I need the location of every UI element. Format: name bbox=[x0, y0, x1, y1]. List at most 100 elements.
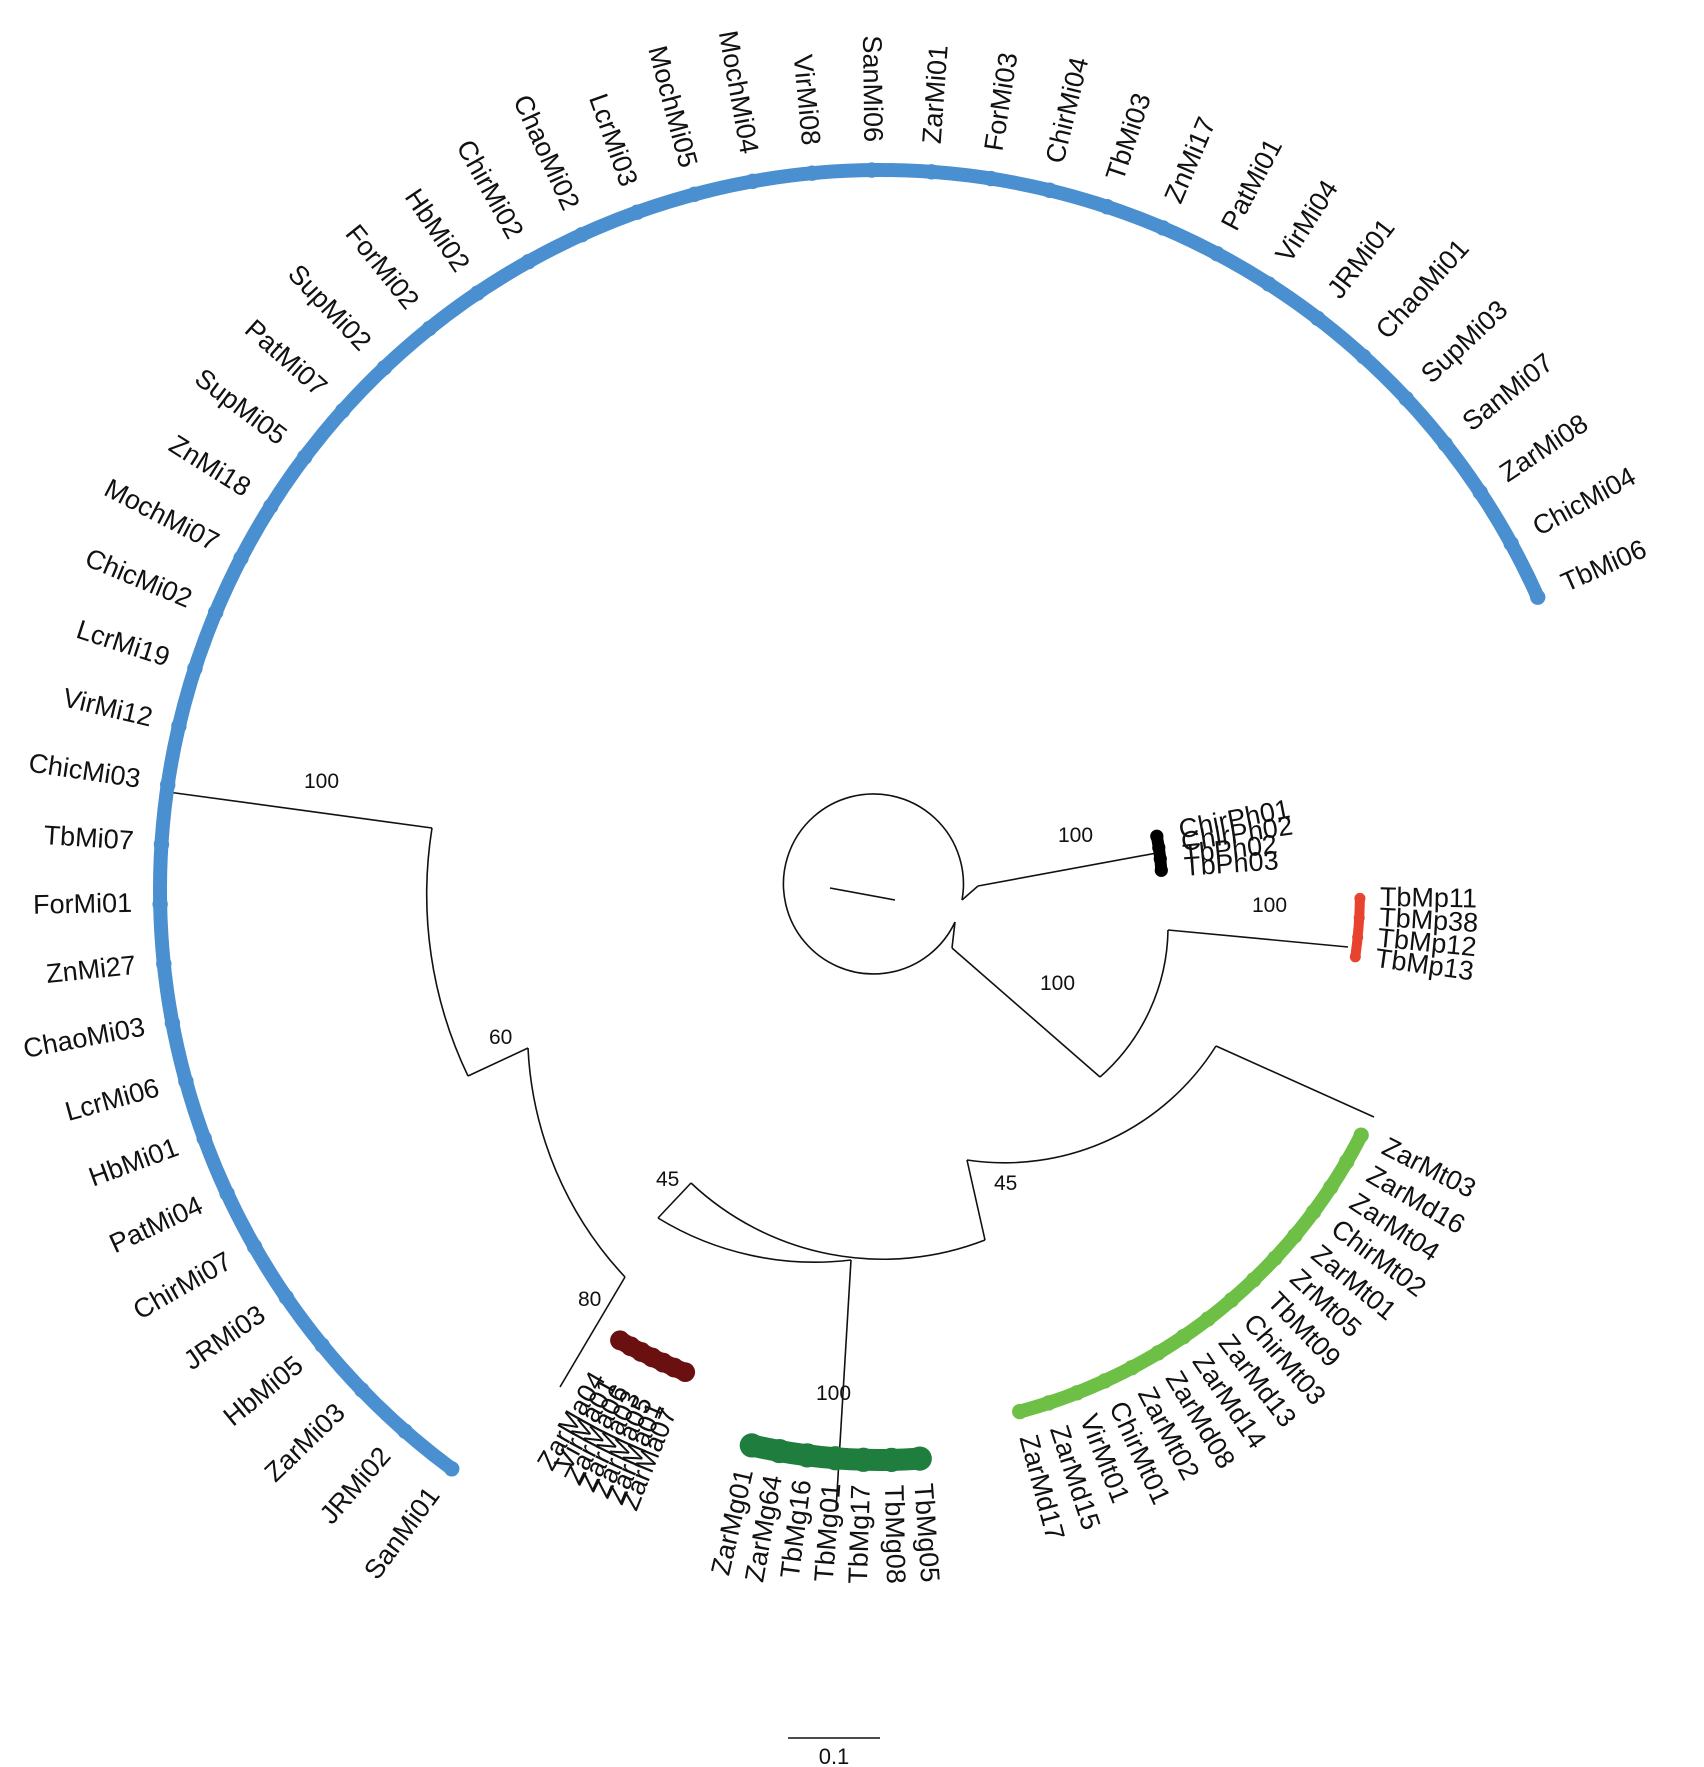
support-value: 100 bbox=[304, 770, 339, 793]
branch-mi bbox=[167, 791, 433, 829]
tip-dot-TbMi07 bbox=[153, 836, 170, 853]
tip-dot-TbMg05 bbox=[907, 1446, 932, 1471]
branch-x bbox=[966, 1159, 986, 1241]
tip-dot-HbMi05 bbox=[314, 1337, 330, 1353]
branch-r1 bbox=[951, 947, 1101, 1078]
tip-dot-TbMt09 bbox=[1246, 1272, 1262, 1288]
leaf-label: ZnMi18 bbox=[164, 429, 256, 502]
tip-dot-ChaoMi01 bbox=[1355, 348, 1372, 365]
tip-dot-MochMi04 bbox=[745, 173, 761, 190]
tip-dot-TbPh03 bbox=[1154, 863, 1168, 877]
tip-dot-TbMp38 bbox=[1353, 912, 1365, 924]
tip-dot-ZarMi08 bbox=[1472, 484, 1488, 501]
scale-bar-label: 0.1 bbox=[819, 1744, 850, 1767]
tip-dot-LcrMi19 bbox=[187, 660, 203, 677]
tip-dot-ChirMt01 bbox=[1097, 1373, 1113, 1389]
tip-dot-ZarMt01 bbox=[1287, 1227, 1303, 1244]
leaf-label: ChicMi04 bbox=[1528, 461, 1641, 541]
branch-mp bbox=[1167, 929, 1349, 948]
tip-dot-TbMp12 bbox=[1352, 931, 1364, 943]
leaf-label: TbMg08 bbox=[879, 1485, 911, 1585]
tip-dot-ZarMd15 bbox=[1040, 1395, 1057, 1411]
clade-arc-mp bbox=[1350, 893, 1365, 962]
tree-branches bbox=[167, 791, 1375, 1511]
leaf-label: SanMi07 bbox=[1457, 347, 1559, 437]
tip-dot-TbMi06 bbox=[1530, 589, 1546, 605]
tip-dot-ChirMi02 bbox=[520, 253, 537, 270]
tip-dot-TbMg17 bbox=[851, 1447, 876, 1472]
tip-dots bbox=[152, 162, 1546, 1477]
tip-dot-ChirMt03 bbox=[1223, 1292, 1240, 1308]
leaf-labels: SanMi01JRMi02ZarMi03HbMi05JRMi03ChirMi07… bbox=[21, 28, 1651, 1585]
leaf-label: TbMg17 bbox=[843, 1484, 876, 1584]
leaf-label: ForMi03 bbox=[979, 50, 1024, 152]
scale-bar: 0.1 bbox=[788, 1737, 880, 1767]
branch-ba bbox=[467, 1047, 529, 1077]
support-value: 45 bbox=[994, 1172, 1017, 1195]
tip-dot-VirMi08 bbox=[804, 165, 820, 181]
leaf-label: SanMi01 bbox=[358, 1481, 446, 1585]
tip-dot-SanMi06 bbox=[864, 162, 880, 178]
tip-dot-ZnMi27 bbox=[156, 956, 172, 972]
leaf-label: SupMi03 bbox=[1415, 294, 1513, 389]
support-value: 60 bbox=[489, 1026, 512, 1049]
tip-dot-SupMi05 bbox=[297, 449, 313, 465]
tip-dot-ZarMg01 bbox=[739, 1433, 764, 1458]
leaf-label: VirMi12 bbox=[60, 683, 155, 733]
arc-root-r1 bbox=[951, 921, 956, 949]
leaf-label: ForMi02 bbox=[340, 219, 425, 315]
leaf-label: TbPh03 bbox=[1183, 845, 1279, 882]
tip-dot-TbMi03 bbox=[1099, 199, 1115, 215]
leaf-label: TbMp38 bbox=[1378, 902, 1479, 938]
tip-dot-SupMi03 bbox=[1398, 390, 1414, 407]
tip-dot-ZarMt02 bbox=[1124, 1359, 1140, 1376]
tip-dot-LcrMi03 bbox=[629, 204, 645, 220]
leaf-label: ZnMi27 bbox=[45, 950, 138, 989]
leaf-label: JRMi01 bbox=[1321, 213, 1400, 304]
leaf-label: VirMi04 bbox=[1270, 175, 1344, 268]
tip-dot-SupMi02 bbox=[376, 360, 392, 376]
tip-dot-TbMg08 bbox=[879, 1447, 904, 1472]
arc-mi-ma bbox=[425, 827, 469, 1077]
leaf-label: ChirMi04 bbox=[1040, 54, 1095, 166]
tip-dot-MochMi07 bbox=[233, 550, 249, 566]
tip-dot-ChirMt02 bbox=[1305, 1204, 1322, 1220]
tip-dot-ZarMd17 bbox=[1012, 1403, 1028, 1420]
tip-dot-ChaoMi02 bbox=[574, 226, 590, 243]
tip-dot-ForMi03 bbox=[983, 170, 999, 187]
branch-ab bbox=[657, 1182, 692, 1219]
tip-dot-ZarMd16 bbox=[1339, 1153, 1355, 1170]
leaf-label: TbMg05 bbox=[908, 1482, 945, 1583]
tip-dot-TbPh02 bbox=[1153, 852, 1167, 866]
tip-dot-ChirPh01 bbox=[1150, 829, 1164, 843]
leaf-label: VirMi08 bbox=[788, 53, 826, 146]
tip-dot-PatMi04 bbox=[219, 1185, 235, 1202]
tip-dot-ZarMt04 bbox=[1323, 1179, 1339, 1195]
branch-ma bbox=[559, 1276, 626, 1388]
leaf-label: HbMi05 bbox=[218, 1350, 309, 1432]
leaf-label: JRMi02 bbox=[314, 1441, 397, 1530]
tip-dot-SanMi07 bbox=[1437, 436, 1453, 452]
arc-r1-mp bbox=[1099, 929, 1169, 1078]
arc-ma-b bbox=[527, 1047, 626, 1278]
tip-dot-ZarMi01 bbox=[923, 164, 940, 180]
tip-dot-TbMg01 bbox=[823, 1446, 848, 1471]
tip-dot-ZnMi18 bbox=[263, 498, 279, 514]
tip-dot-HbMi02 bbox=[469, 285, 486, 301]
tip-dot-ChirMi04 bbox=[1041, 182, 1058, 198]
tip-dot-PatMi01 bbox=[1209, 246, 1225, 262]
tip-dot-ChirMi07 bbox=[246, 1238, 263, 1255]
arc-a-r1 bbox=[690, 1182, 986, 1260]
leaf-label: PatMi04 bbox=[105, 1190, 207, 1259]
leaf-label: MochMi07 bbox=[100, 473, 224, 557]
branch-mt bbox=[1215, 1045, 1375, 1118]
leaf-label: LcrMi06 bbox=[62, 1072, 163, 1126]
tip-dot-ChicMi04 bbox=[1503, 535, 1519, 552]
tip-dot-JRMi02 bbox=[397, 1423, 413, 1439]
tip-dot-TbMp13 bbox=[1349, 951, 1361, 963]
leaf-label: TbMi03 bbox=[1100, 89, 1157, 184]
support-value: 45 bbox=[656, 1168, 679, 1191]
arc-root-ph bbox=[961, 885, 979, 901]
